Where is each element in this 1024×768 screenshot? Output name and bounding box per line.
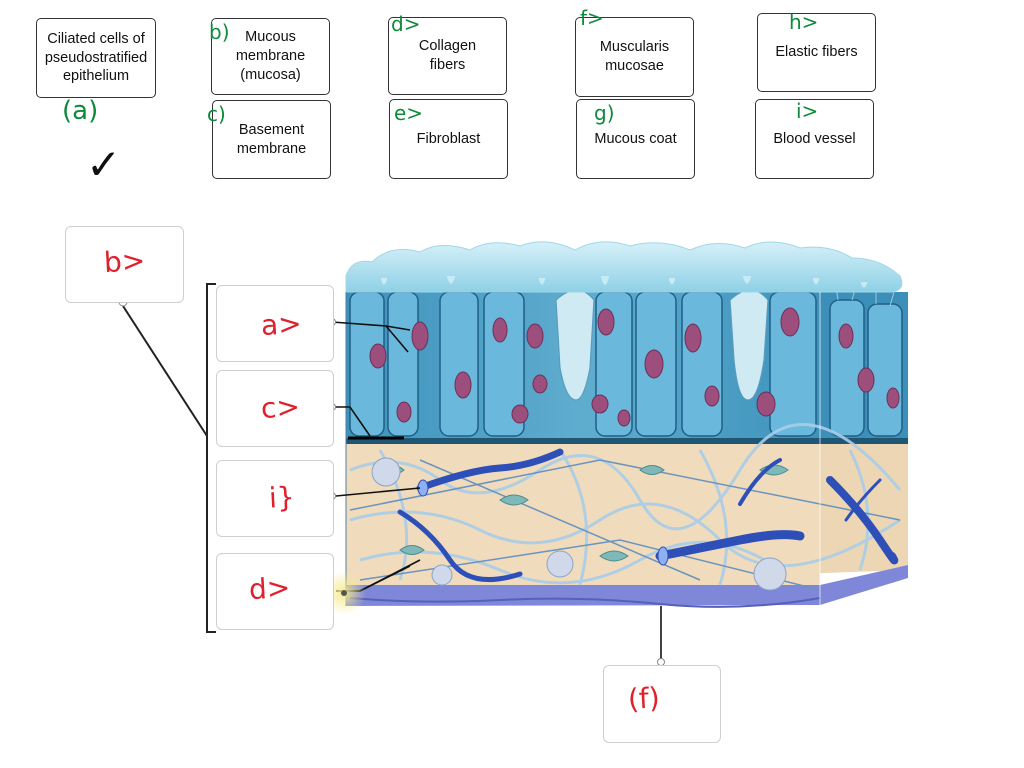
term-basement-membrane-label: Basement membrane	[236, 121, 307, 157]
answer-slot-4: d>	[248, 570, 292, 607]
term-blood-vessel-label: Blood vessel	[773, 130, 856, 147]
note-e: e>	[394, 101, 424, 125]
term-muscularis-mucosae[interactable]: Muscularis mucosae	[575, 17, 694, 97]
term-fibroblast-label: Fibroblast	[416, 130, 481, 147]
note-c: c)	[207, 102, 226, 126]
term-basement-membrane[interactable]: Basement membrane	[212, 100, 331, 179]
term-collagen-fibers-label: Collagen fibers	[418, 38, 477, 73]
answer-top-left: b>	[103, 243, 147, 280]
term-muscularis-mucosae-label: Muscularis mucosae	[599, 39, 670, 74]
term-elastic-fibers[interactable]: Elastic fibers	[757, 13, 876, 92]
drop-zone-4[interactable]: d>	[216, 553, 334, 630]
muscularis-layer	[346, 565, 908, 606]
term-ciliated-cells[interactable]: Ciliated cells of pseudostratified epith…	[36, 18, 156, 98]
drop-zone-2[interactable]: c>	[216, 370, 334, 447]
drop-zone-1[interactable]: a>	[216, 285, 334, 362]
note-d: d>	[391, 12, 421, 36]
note-b: b)	[209, 20, 230, 44]
answer-bottom: (f)	[627, 681, 661, 716]
drop-zone-3[interactable]: i}	[216, 460, 334, 537]
term-mucous-coat-label: Mucous coat	[594, 130, 677, 147]
mucosa-bracket	[206, 283, 216, 633]
drop-zone-mucosa[interactable]: b>	[65, 226, 184, 303]
term-collagen-fibers[interactable]: Collagen fibers	[388, 17, 507, 95]
term-mucous-coat[interactable]: Mucous coat	[576, 99, 695, 179]
answer-slot-3: i}	[268, 480, 296, 515]
blood-vessels	[397, 448, 899, 582]
answer-slot-1: a>	[260, 306, 303, 343]
note-g: g)	[594, 101, 615, 125]
term-ciliated-cells-label: Ciliated cells of pseudostratified epith…	[44, 30, 148, 85]
drop-zone-bottom[interactable]: (f)	[603, 665, 721, 743]
term-mucous-membrane-label: Mucous membrane (mucosa)	[235, 29, 306, 83]
note-f: f>	[580, 6, 604, 30]
note-a: (a)	[62, 96, 99, 126]
epithelium-layer	[346, 289, 908, 438]
term-mucous-membrane[interactable]: Mucous membrane (mucosa)	[211, 18, 330, 95]
note-i: i>	[796, 99, 819, 123]
term-fibroblast[interactable]: Fibroblast	[389, 99, 508, 179]
term-blood-vessel[interactable]: Blood vessel	[755, 99, 874, 179]
answer-slot-2: c>	[260, 390, 301, 425]
note-h: h>	[789, 10, 819, 34]
mucus-layer	[345, 241, 903, 293]
term-elastic-fibers-label: Elastic fibers	[775, 44, 858, 61]
check-mark-icon: ✓	[86, 140, 122, 189]
